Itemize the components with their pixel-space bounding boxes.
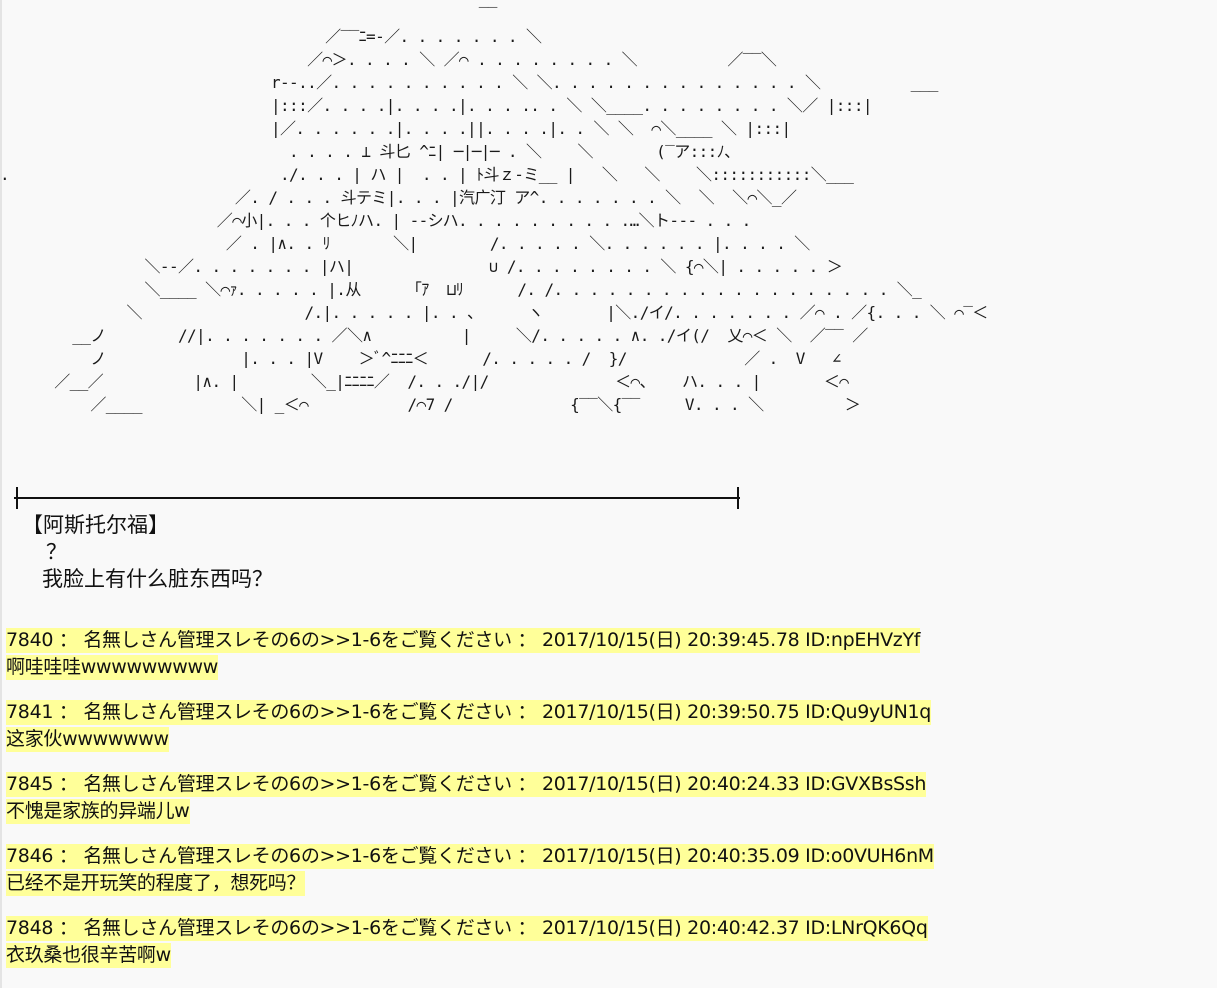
divider-tick-right — [737, 487, 739, 509]
comment-body: 不愧是家族的异端儿w — [6, 799, 190, 824]
dialog-line: ？ — [46, 540, 67, 564]
comment-header: 7841 ： 名無しさん管理スレその6の>>1-6をご覧ください ： 2017/… — [6, 700, 932, 725]
comment-item: 7848 ： 名無しさん管理スレその6の>>1-6をご覧ください ： 2017/… — [6, 916, 1206, 988]
dialog-line: 我脸上有什么脏东西吗？ — [42, 567, 273, 591]
comment-body: 衣玖桑也很辛苦啊w — [6, 943, 171, 968]
comment-header: 7846 ： 名無しさん管理スレその6の>>1-6をご覧ください ： 2017/… — [6, 844, 934, 869]
speaker-name: 【阿斯托尔福】 — [22, 513, 169, 537]
divider-tick-left — [16, 487, 18, 509]
comment-body: 这家伙wwwwwww — [6, 727, 169, 752]
comment-item: 7845 ： 名無しさん管理スレその6の>>1-6をご覧ください ： 2017/… — [6, 772, 1206, 844]
dialog-block: 【阿斯托尔福】 ？ 我脸上有什么脏东西吗？ — [22, 512, 273, 593]
comment-item: 7841 ： 名無しさん管理スレその6の>>1-6をご覧ください ： 2017/… — [6, 700, 1206, 772]
comment-item: 7846 ： 名無しさん管理スレその6の>>1-6をご覧ください ： 2017/… — [6, 844, 1206, 916]
comment-body: 啊哇哇哇wwwwwwwww — [6, 655, 218, 680]
left-border — [0, 0, 2, 988]
ascii-art: ‾‾ ／‾‾ﾆ=‐／. . . . . . . ＼ ／⌒＞. . . . ＼ ／… — [0, 4, 988, 414]
comment-header: 7848 ： 名無しさん管理スレその6の>>1-6をご覧ください ： 2017/… — [6, 916, 928, 941]
comment-body: 已经不是开玩笑的程度了，想死吗？ — [6, 871, 306, 896]
divider-line — [14, 497, 740, 499]
comment-header: 7845 ： 名無しさん管理スレその6の>>1-6をご覧ください ： 2017/… — [6, 772, 927, 797]
comment-item: 7840 ： 名無しさん管理スレその6の>>1-6をご覧ください ： 2017/… — [6, 628, 1206, 700]
comment-list: 7840 ： 名無しさん管理スレその6の>>1-6をご覧ください ： 2017/… — [6, 628, 1206, 988]
comment-header: 7840 ： 名無しさん管理スレその6の>>1-6をご覧ください ： 2017/… — [6, 628, 921, 653]
